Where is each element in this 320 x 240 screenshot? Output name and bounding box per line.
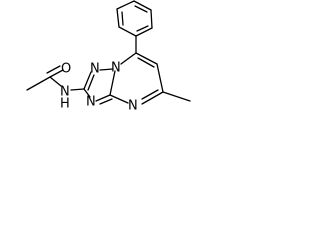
- bond-amide-n-triazole-c2: [70, 88, 85, 91]
- bond-methyl-carbonyl: [26, 76, 51, 91]
- bond-c5-n4-double: [141, 89, 159, 100]
- atom-triazole-n-bottom: N: [86, 95, 96, 110]
- bond-phenyl-5-6: [150, 9, 153, 29]
- bond-carbonyl-oxygen: [49, 69, 64, 78]
- bond-n-right-c3a: [109, 70, 116, 96]
- bond-n-bottom-c2: [83, 88, 91, 98]
- bond-phenyl-6-1: [135, 27, 153, 37]
- bond-c2-n-left-double: [87, 74, 95, 91]
- bond-phenyl-1-2: [118, 26, 137, 37]
- atom-amide-hydrogen: H: [60, 97, 70, 112]
- bond-c6-c5: [156, 63, 164, 93]
- bond-carbonyl-amide-n: [49, 76, 62, 87]
- molecule-structure: O N H N N N N: [26, 0, 191, 114]
- bond-phenyl-6-1-double: [136, 25, 149, 32]
- bond-phenyl-2-3-double: [121, 11, 124, 26]
- bond-phenyl-4-5: [133, 0, 152, 11]
- atom-triazole-n-right: N: [111, 61, 121, 76]
- atom-triazole-n-left: N: [90, 62, 100, 77]
- bond-c7-c6-double: [137, 57, 155, 68]
- atom-carbonyl-oxygen: O: [61, 62, 71, 77]
- bond-carbonyl-oxygen-double: [46, 65, 61, 74]
- atom-pyrimidine-n: N: [128, 99, 138, 114]
- atom-amide-nitrogen: N: [60, 85, 70, 100]
- bond-phenyl-4-5-double: [134, 5, 148, 13]
- bond-c3a-n-bottom: [95, 94, 111, 102]
- bond-n-left-n-right: [99, 68, 114, 71]
- bond-layer: [26, 0, 191, 105]
- bond-c7-c6: [135, 52, 158, 65]
- bond-phenyl-2-3: [116, 8, 120, 28]
- bond-phenyl-3-4: [116, 0, 135, 10]
- bond-c5-n4: [141, 91, 164, 105]
- bond-c5-methyl: [162, 91, 191, 102]
- bond-c2-n-left: [83, 71, 92, 90]
- bond-c3a-n-bottom-inner: [99, 98, 113, 105]
- atom-label-layer: O N H N N N N: [60, 61, 138, 114]
- bond-n-right-c7: [120, 52, 137, 65]
- bond-n4-c3a: [109, 94, 129, 104]
